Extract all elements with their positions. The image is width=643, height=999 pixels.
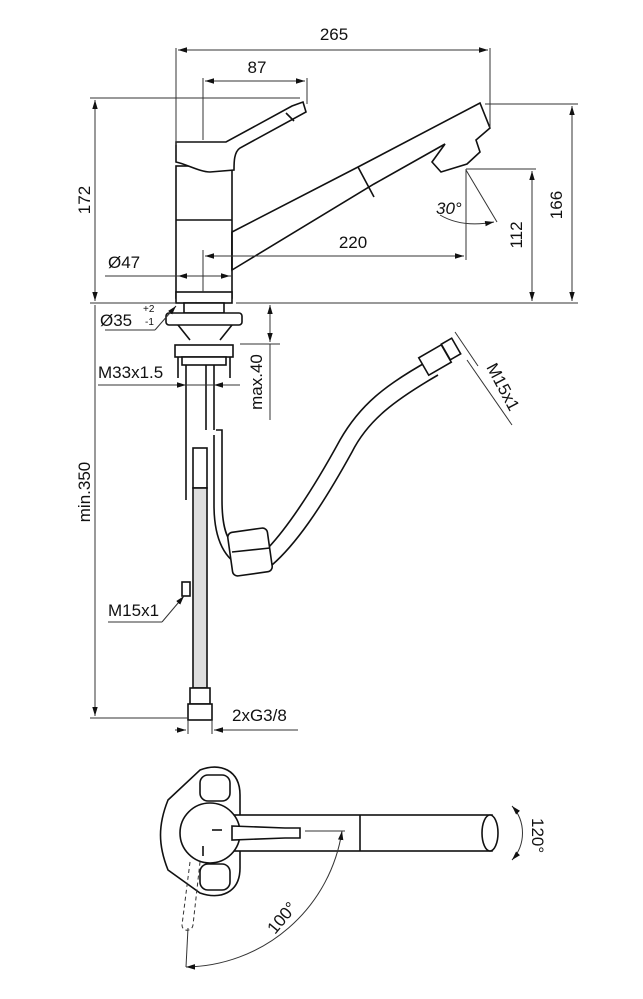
tolerance-minus: -1 — [145, 317, 154, 328]
dim-30-deg: 30° — [436, 199, 462, 218]
spray-head — [481, 814, 499, 852]
dim-supply-m15: M15x1 — [108, 601, 159, 620]
spout — [231, 101, 491, 272]
dim-87: 87 — [248, 58, 267, 77]
body-top — [179, 802, 241, 864]
dim-172: 172 — [75, 186, 94, 214]
dim-thread-m33: M33x1.5 — [98, 363, 163, 382]
dim-100-deg: 100° — [264, 898, 301, 937]
dimensions: 265 87 172 166 112 220 30° Ø47 — [75, 25, 578, 734]
dim-diameter-35: Ø35 — [100, 311, 132, 330]
dim-pullout-m15: M15x1 — [482, 360, 523, 414]
mixer-body — [175, 165, 233, 299]
dim-diameter-47: Ø47 — [108, 253, 140, 272]
supply-hose — [181, 447, 213, 721]
dim-220: 220 — [339, 233, 367, 252]
tolerance-plus: +2 — [143, 304, 155, 315]
dim-112: 112 — [507, 221, 526, 248]
fixing-set — [165, 302, 243, 500]
mixer-base-ring — [175, 291, 233, 304]
dim-min-350: min.350 — [75, 462, 94, 522]
hose-weight — [226, 527, 274, 577]
dim-166: 166 — [547, 191, 566, 219]
lever-handle — [175, 100, 307, 173]
pullout-hose — [213, 337, 462, 577]
mixer-top-view: 100° 120° — [159, 766, 547, 970]
dim-265: 265 — [320, 25, 348, 44]
top-lever — [231, 825, 301, 841]
mixer-side-view — [175, 100, 491, 304]
dim-max-40: max.40 — [247, 354, 266, 410]
dim-connection-g38: 2xG3/8 — [232, 706, 287, 725]
dim-120-deg: 120° — [528, 818, 547, 853]
